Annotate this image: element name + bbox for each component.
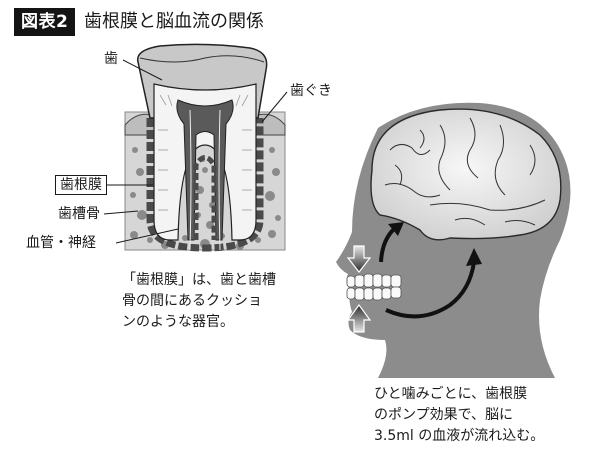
tooth-cross-section	[124, 43, 286, 252]
bone-texture	[130, 147, 281, 250]
label-gum: 歯ぐき	[290, 83, 332, 99]
brain	[370, 108, 562, 241]
flow-arrowhead-icon	[388, 222, 404, 236]
label-tooth: 歯	[104, 51, 118, 67]
caption-line: 骨の間にあるクッショ	[122, 293, 262, 309]
caption-line: ンのような器官。	[122, 314, 234, 330]
bite-down-arrow-icon	[346, 245, 372, 273]
caption-line: 「歯根膜」は、歯と歯槽	[122, 272, 276, 288]
flow-arrowhead-icon	[466, 248, 482, 266]
head-caption: ひと噛みごとに、歯根膜 のポンプ効果で、脳に 3.5ml の血液が流れ込む。	[374, 384, 544, 447]
dentin-texture	[158, 94, 252, 211]
label-vessels-nerves: 血管・神経	[26, 235, 96, 251]
bite-up-arrow-icon	[346, 303, 372, 333]
blood-flow-arrows	[379, 222, 482, 319]
teeth-row	[346, 273, 402, 301]
label-alveolar-bone: 歯槽骨	[58, 206, 100, 222]
tooth-caption: 「歯根膜」は、歯と歯槽 骨の間にあるクッショ ンのような器官。	[122, 270, 276, 333]
figure-badge: 図表2	[14, 8, 76, 36]
figure-title: 歯根膜と脳血流の関係	[84, 11, 264, 32]
tooth-leader-lines	[103, 59, 288, 244]
caption-line: ひと噛みごとに、歯根膜	[374, 386, 528, 402]
caption-line: 3.5ml の血液が流れ込む。	[374, 428, 545, 444]
label-periodontal-ligament: 歯根膜	[55, 175, 107, 195]
caption-line: のポンプ効果で、脳に	[374, 407, 514, 423]
